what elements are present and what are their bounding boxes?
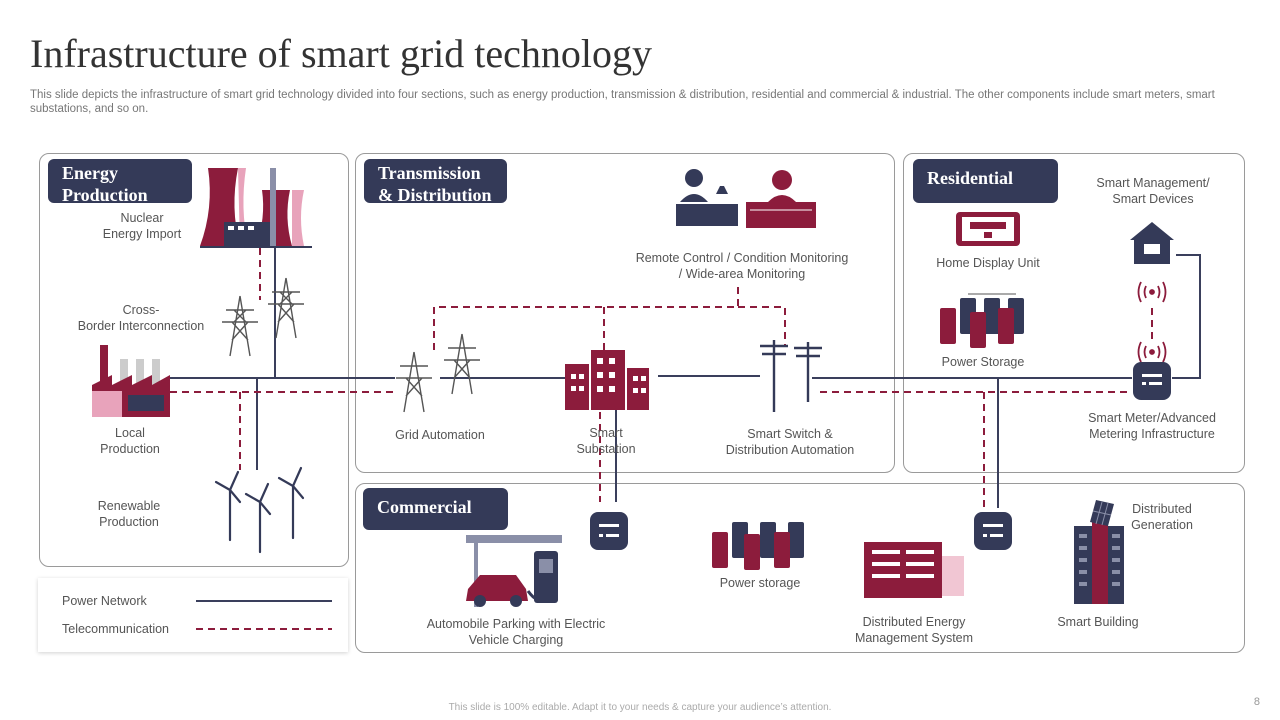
power-storage-commercial-label: Power storage: [719, 576, 801, 590]
smart-home-icon: [1130, 222, 1174, 264]
utility-pole-icon: [760, 340, 822, 412]
slide-subtitle: This slide depicts the infrastructure of…: [30, 89, 1215, 115]
transmission-tag: Transmission & Distribution: [364, 159, 507, 205]
operator-icon: [676, 169, 816, 228]
distributed-generation-label: Distributed Generation: [1131, 502, 1193, 532]
smart-meter-icon: [590, 362, 1171, 550]
smart-switch-label: Smart Switch & Distribution Automation: [725, 427, 855, 457]
display-unit-icon: [956, 212, 1020, 246]
footer-note: This slide is 100% editable. Adapt it to…: [448, 702, 832, 713]
telecom-lines: [170, 248, 1153, 508]
smart-building-icon: [1074, 520, 1124, 604]
solar-panel-icon: [1090, 500, 1114, 526]
power-storage-residential-label: Power Storage: [941, 355, 1025, 369]
nuclear-label: Nuclear Energy Import: [102, 211, 182, 241]
ev-parking-label: Automobile Parking with Electric Vehicle…: [426, 617, 606, 647]
nuclear-plant-icon: [200, 168, 312, 248]
legend-swatches: [196, 600, 332, 630]
legend-telecommunication: Telecommunication: [62, 622, 169, 636]
smart-meter-label: Smart Meter/Advanced Metering Infrastruc…: [1088, 411, 1216, 441]
smart-management-label: Smart Management/ Smart Devices: [1096, 176, 1210, 206]
commercial-tag: Commercial: [363, 488, 508, 530]
residential-tag: Residential: [913, 159, 1058, 203]
power-network-lines: [170, 245, 1201, 508]
legend-power-network: Power Network: [62, 594, 147, 608]
transmission-tower-icon: [222, 277, 304, 357]
home-display-label: Home Display Unit: [936, 256, 1040, 270]
transmission-tower-icon: [396, 333, 480, 413]
wifi-signal-icon: [1137, 281, 1167, 363]
battery-storage-icon: [712, 522, 804, 570]
slide-title: Infrastructure of smart grid technology: [30, 31, 653, 76]
substation-building-icon: [565, 350, 649, 410]
page-number: 8: [1253, 696, 1260, 708]
local-production-label: Local Production: [100, 426, 160, 456]
battery-storage-icon: [940, 293, 1024, 348]
renewable-label: Renewable Production: [97, 499, 161, 529]
wind-turbine-icon: [214, 466, 305, 554]
energy-production-tag: Energy Production: [48, 159, 192, 205]
factory-icon: [92, 345, 170, 417]
cross-border-label: Cross- Border Interconnection: [77, 303, 205, 333]
grid-automation-label: Grid Automation: [395, 428, 485, 442]
energy-management-icon: [864, 542, 964, 598]
remote-control-label: Remote Control / Condition Monitoring / …: [635, 251, 849, 281]
smart-substation-label: Smart Substation: [576, 426, 636, 456]
legend: Power Network Telecommunication: [38, 578, 348, 652]
ev-charging-icon: [466, 535, 562, 607]
dems-label: Distributed Energy Management System: [854, 615, 974, 645]
smart-building-label: Smart Building: [1057, 615, 1139, 629]
